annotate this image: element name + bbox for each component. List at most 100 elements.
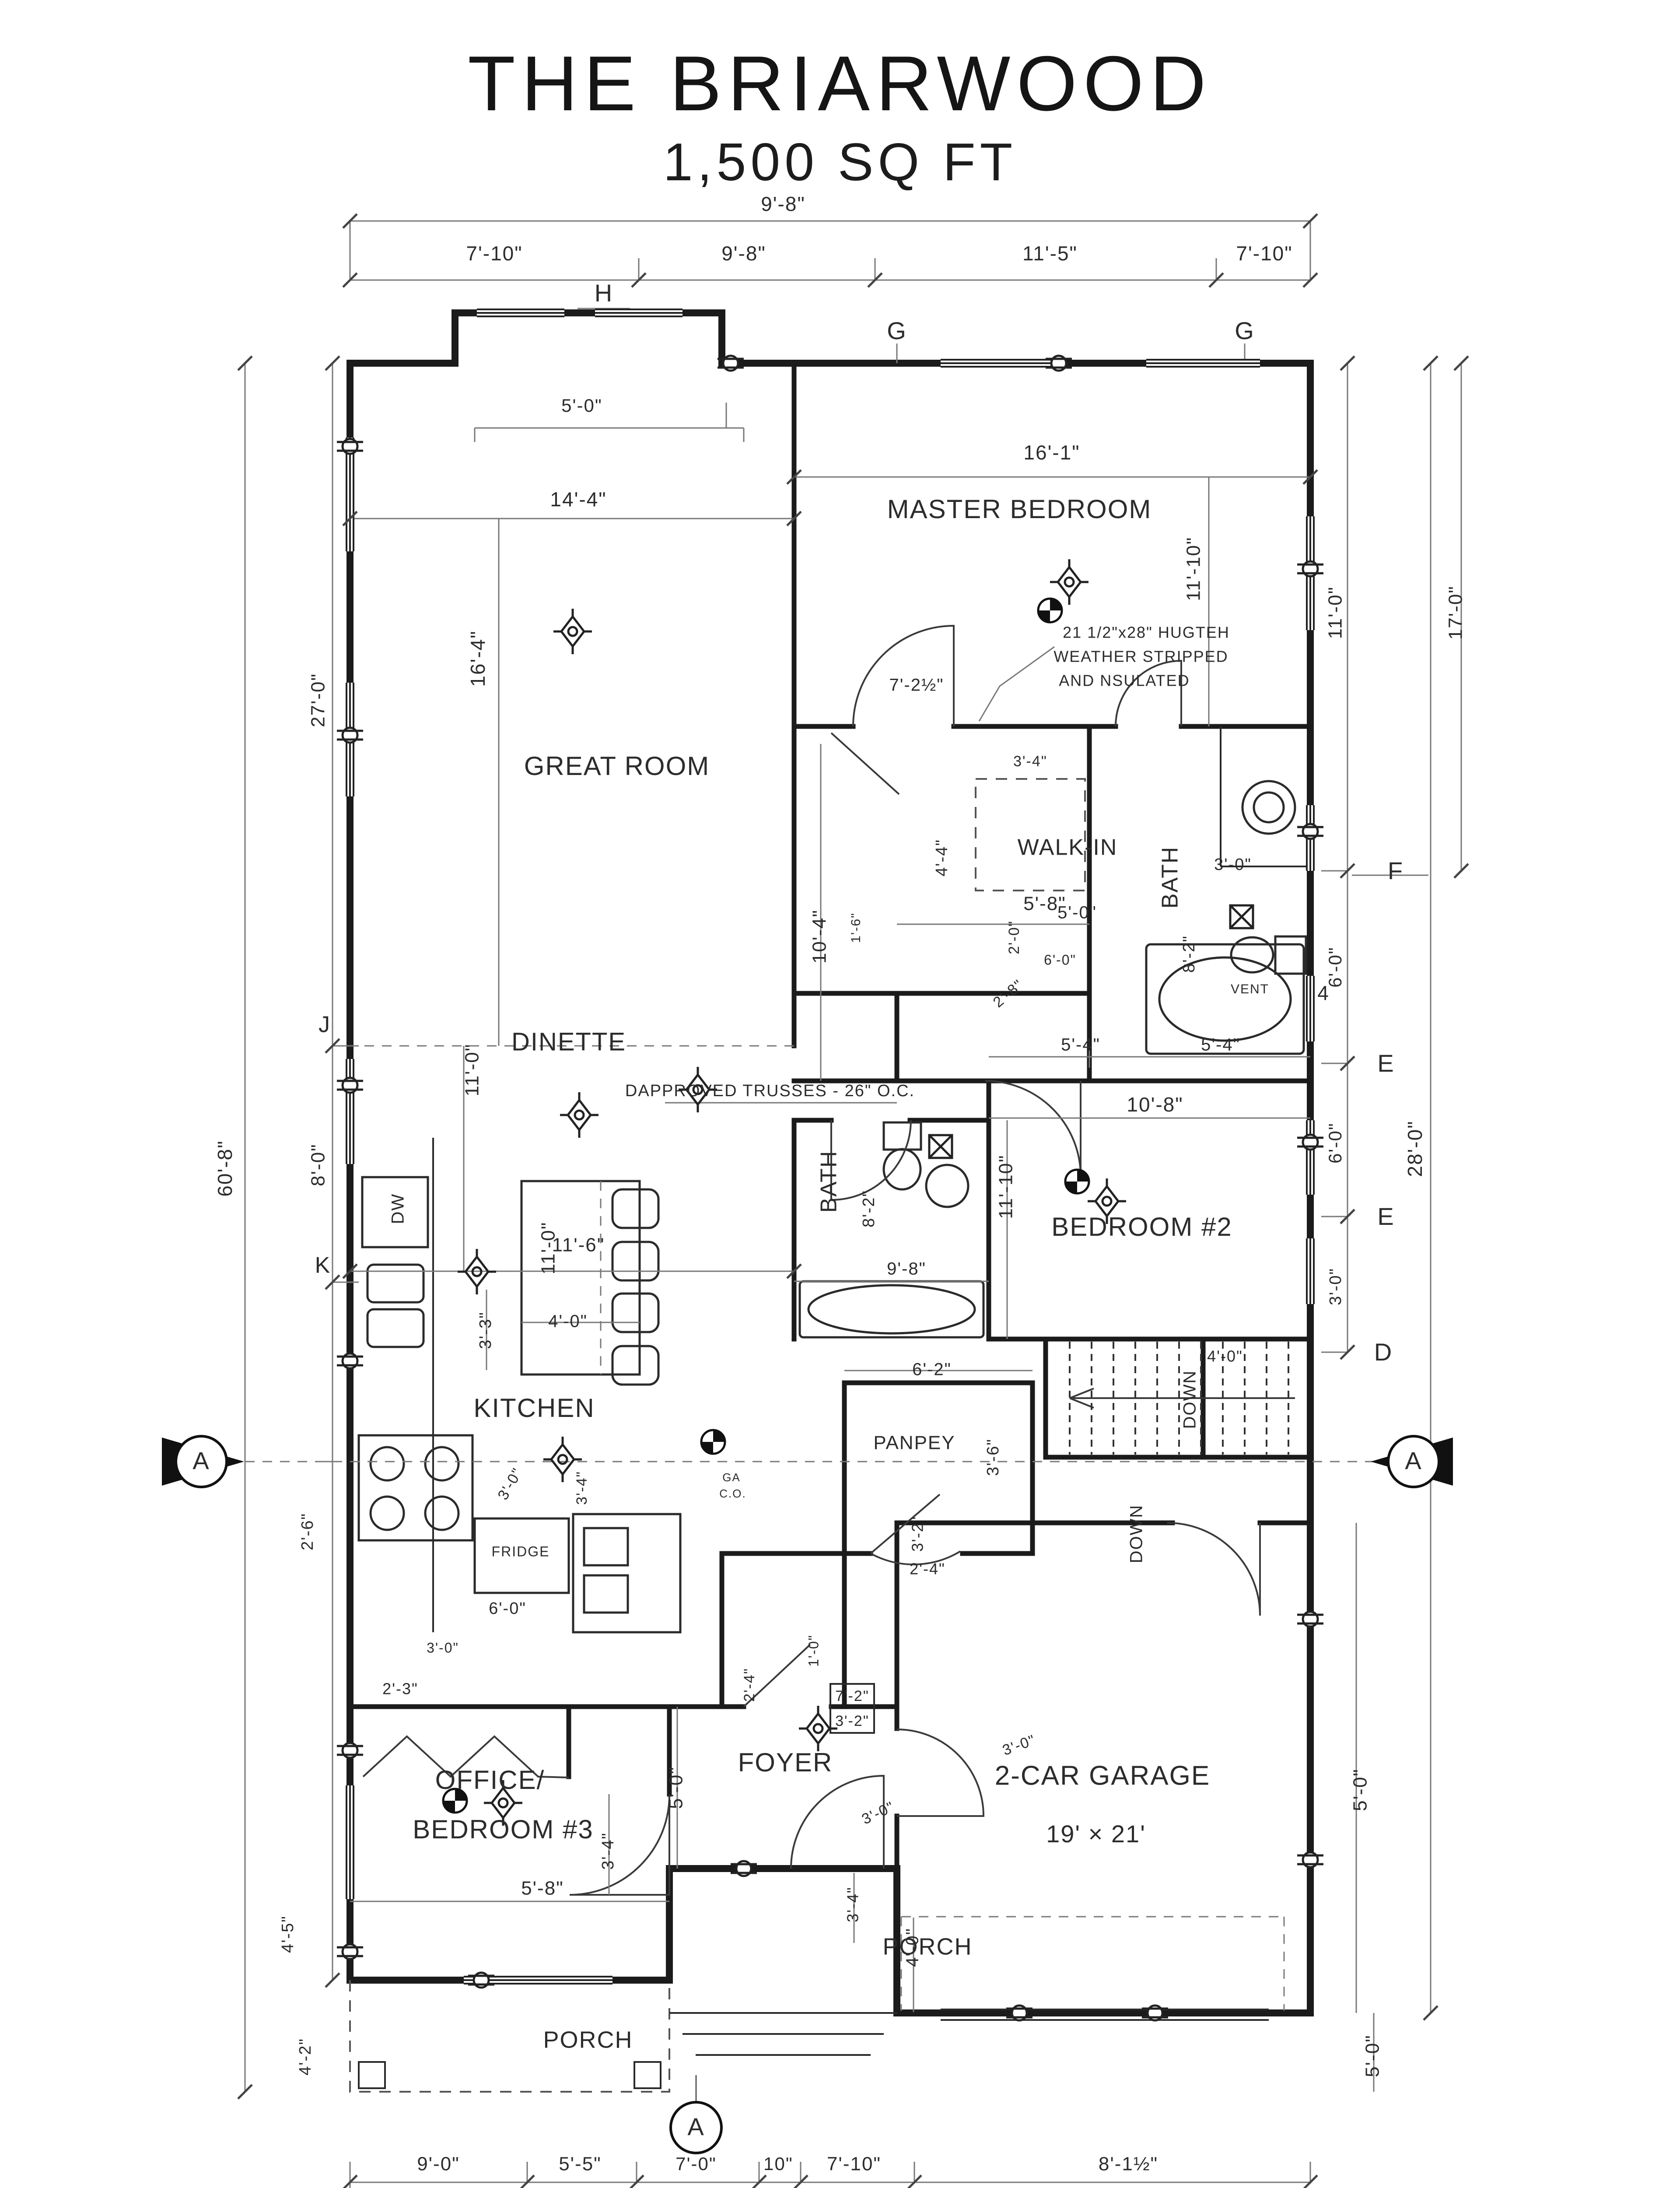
outlet-icon	[1297, 824, 1323, 839]
dim-label: 10'-4"	[809, 909, 830, 964]
dim-label: 60'-8"	[214, 1140, 236, 1196]
dim-label: 1'-0"	[805, 1634, 821, 1667]
room-label-office-line2: BEDROOM #3	[413, 1815, 593, 1844]
dim-label: 1'-6"	[849, 912, 863, 943]
outlet-icon	[1297, 1612, 1323, 1627]
marker-letter: H	[595, 279, 613, 307]
dim-label: 7'-2½"	[889, 676, 944, 695]
dim-label: 16'-4"	[466, 630, 489, 687]
window-symbol	[595, 309, 682, 317]
marker-letter: A	[687, 2113, 704, 2140]
grid-letter-e2: E	[1377, 1203, 1393, 1230]
dim-label: 2'-4"	[741, 1668, 758, 1702]
window-symbol	[1306, 976, 1315, 1041]
hatch-note-line2: WEATHER STRIPPED	[1054, 648, 1228, 666]
dim-label: 2'-8"	[990, 976, 1027, 1011]
walk-in-fixtures	[830, 732, 1086, 891]
grid-letter-d: D	[1374, 1338, 1392, 1366]
outlet-icon	[337, 1353, 363, 1368]
dim-label: 6'-0"	[1325, 947, 1345, 988]
master-bath-fixtures	[1145, 726, 1310, 1055]
dim-label: 11'-10"	[1183, 536, 1204, 601]
outlet-icon	[337, 1743, 363, 1758]
dishwasher-label: DW	[388, 1193, 408, 1224]
dim-label: 3'-0"	[427, 1640, 459, 1655]
window-tag-4: 4	[1317, 982, 1330, 1004]
dim-label: 10"	[763, 2153, 793, 2174]
ceiling-fan-icon	[560, 1092, 598, 1138]
dim-label: 9'-8"	[887, 1259, 926, 1279]
dim-label: 3'-4"	[844, 1886, 862, 1922]
dim-label: 27'-0"	[308, 673, 329, 727]
dim-label: 3'-0"	[859, 1799, 897, 1828]
dim-label: 5'-8"	[1023, 893, 1066, 915]
grid-letter-f: F	[1388, 857, 1404, 884]
dimension-lines	[244, 220, 1462, 2188]
dim-label: 3'-2"	[909, 1516, 927, 1552]
outlet-icon	[337, 439, 363, 454]
dim-label: 9'-0"	[417, 2153, 460, 2175]
grid-letter-k: K	[315, 1253, 331, 1278]
marker-letter: F	[1388, 857, 1404, 884]
grid-letter-h: H	[595, 279, 613, 307]
dim-label: 6'-2"	[912, 1360, 952, 1379]
dim-label: 17'-0"	[1445, 586, 1466, 640]
smoke-detector-icon	[1038, 599, 1062, 622]
room-label-bath-2: BATH	[816, 1150, 842, 1213]
plan-labels: 9'-8"7'-10"9'-8"11'-5"7'-10"5'-0"14'-4"1…	[214, 193, 1466, 2175]
truss-note: DAPPROVED TRUSSES - 26" O.C.	[625, 1082, 915, 1100]
page-title: THE BRIARWOOD	[468, 40, 1212, 127]
porch-garage-slabs	[349, 1683, 1285, 2093]
dim-label: 3'-6"	[984, 1438, 1002, 1476]
grid-letter-g1: G	[887, 317, 907, 344]
dim-label: 7'-10"	[466, 242, 522, 265]
interior-walls	[347, 361, 1313, 1983]
dim-label: 2'-6"	[298, 1513, 317, 1550]
dim-label: 3'-0"	[1000, 1732, 1038, 1759]
dim-label: 3'-0"	[1326, 1268, 1345, 1305]
room-label-office-line1: OFFICE/	[435, 1765, 545, 1795]
room-label-walk-in: WALK-IN	[1018, 835, 1118, 860]
outlet-icon	[1297, 561, 1323, 576]
outlet-icon	[337, 1078, 363, 1093]
dim-label: 11'-0"	[1325, 586, 1346, 639]
hatch-note-line3: AND NSULATED	[1059, 672, 1190, 690]
door-swings	[362, 624, 1261, 1896]
dim-label: 4'-5"	[279, 1915, 297, 1953]
dim-label: 6'-0"	[1044, 952, 1076, 968]
dim-label: 5'-0"	[561, 395, 602, 416]
down-label-2: DOWN	[1127, 1504, 1146, 1564]
smoke-detector-icon	[1065, 1170, 1089, 1193]
outlet-icon	[337, 1944, 363, 1959]
room-label-pantry: PANPEY	[873, 1432, 955, 1454]
dim-label: 6'-0"	[1325, 1122, 1345, 1164]
kitchen-fixtures	[357, 1138, 682, 1634]
window-symbol	[1306, 1120, 1315, 1195]
room-label-garage: 2-CAR GARAGE	[995, 1760, 1211, 1791]
dim-label: 16'-1"	[1023, 441, 1080, 464]
outlet-icon	[1297, 1135, 1323, 1150]
vent-label: VENT	[1231, 982, 1269, 996]
dim-label: 9'-8"	[761, 193, 805, 215]
dim-label: 8'-2"	[1180, 935, 1198, 973]
page-subtitle: 1,500 SQ FT	[663, 132, 1017, 192]
outlet-icon	[1297, 1852, 1323, 1867]
marker-letter: G	[887, 317, 907, 344]
generated-detail	[237, 213, 1469, 2188]
dim-label: 11'-0"	[538, 1222, 559, 1275]
dim-label: 10'-8"	[1127, 1093, 1183, 1116]
ceiling-fan-icon	[799, 1706, 837, 1751]
dim-label: 11'-10"	[995, 1154, 1017, 1219]
dim-label: 7'-10"	[1236, 242, 1292, 265]
dim-label: 28'-0"	[1404, 1120, 1426, 1177]
grid-letter-j: J	[318, 1012, 331, 1038]
dim-label: 5'-8"	[521, 1878, 564, 1899]
dim-label: 6'-0"	[489, 1599, 526, 1618]
garage-size-label: 19' × 21'	[1046, 1820, 1146, 1848]
dim-label: 8'-2"	[860, 1190, 878, 1227]
room-label-bedroom-2: BEDROOM #2	[1051, 1212, 1232, 1241]
section-marker-a-left: A	[162, 1435, 244, 1488]
room-label-porch-front: PORCH	[543, 2027, 633, 2053]
window-symbol	[1306, 1238, 1315, 1304]
